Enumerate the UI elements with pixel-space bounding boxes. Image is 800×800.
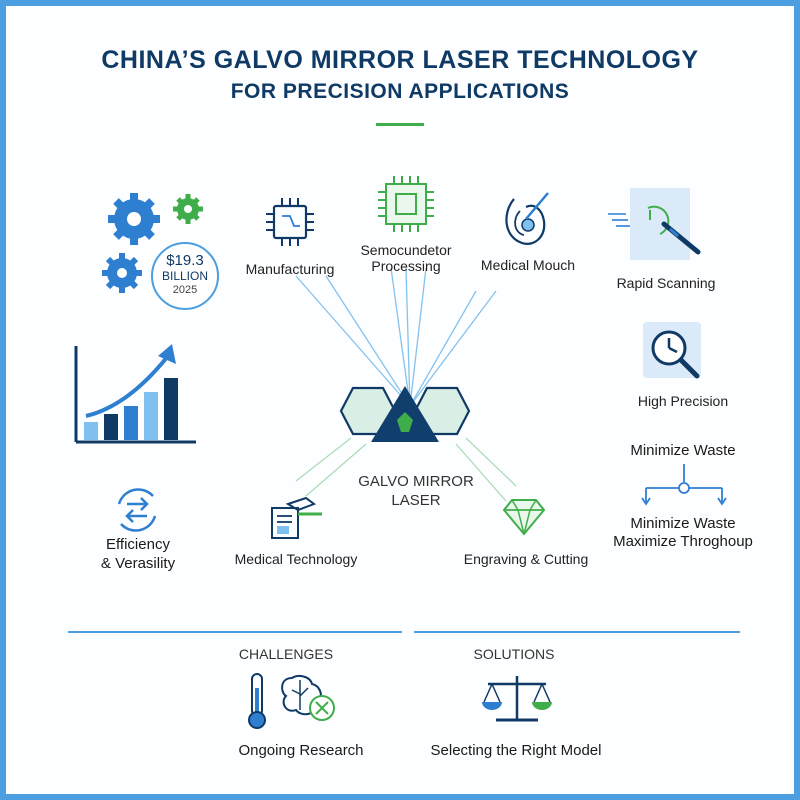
semiconductor-label-1: Semocundetor xyxy=(360,242,452,258)
selecting-model-label: Selecting the Right Model xyxy=(430,742,602,759)
center-label-line-2: LASER xyxy=(391,492,441,509)
medical-mouch-label: Medical Mouch xyxy=(480,257,576,273)
diamond-icon xyxy=(502,499,546,536)
chip-icon xyxy=(266,198,314,246)
galvo-mirror-icon xyxy=(339,386,471,442)
minimize-waste-top-label: Minimize Waste xyxy=(630,442,736,459)
efficiency-label-1: Efficiency xyxy=(106,536,170,553)
high-precision-label: High Precision xyxy=(637,393,729,409)
magnifier-clock-icon xyxy=(643,322,701,379)
medical-hand-icon xyxy=(271,496,322,539)
gears-icon xyxy=(102,193,203,293)
center-label-line-1: GALVO MIRROR xyxy=(358,473,474,490)
anatomy-icon xyxy=(505,192,549,245)
semiconductor-label-2: Processing xyxy=(371,258,441,274)
maximize-throughput-label: Maximize Throghoup xyxy=(613,533,753,550)
minimize-waste-bottom-label: Minimize Waste xyxy=(630,515,736,532)
thermometer-brain-icon xyxy=(248,673,335,729)
market-unit: BILLION xyxy=(161,269,209,283)
scanner-icon xyxy=(608,188,701,260)
title-line-1: CHINA’S GALVO MIRROR LASER TECHNOLOGY xyxy=(101,46,699,74)
title-line-2: FOR PRECISION APPLICATIONS xyxy=(230,80,570,103)
ongoing-research-label: Ongoing Research xyxy=(238,742,364,759)
balance-scale-icon xyxy=(482,676,552,722)
rapid-scanning-label: Rapid Scanning xyxy=(616,275,716,291)
market-value: $19.3 xyxy=(166,252,204,269)
manufacturing-label: Manufacturing xyxy=(245,261,335,277)
growth-chart-icon xyxy=(74,344,196,444)
divider-left xyxy=(68,631,402,633)
divider-right xyxy=(414,631,740,633)
flow-split-icon xyxy=(641,464,727,506)
title-underline xyxy=(376,123,424,126)
solutions-heading: SOLUTIONS xyxy=(473,646,555,662)
efficiency-label-2: & Verasility xyxy=(100,555,176,572)
challenges-heading: CHALLENGES xyxy=(238,646,334,662)
semiconductor-chip-icon xyxy=(378,176,434,232)
engraving-label: Engraving & Cutting xyxy=(463,551,589,567)
exchange-arrows-icon xyxy=(117,488,157,532)
market-year: 2025 xyxy=(172,284,198,296)
medical-technology-label: Medical Technology xyxy=(234,551,358,567)
laser-beams xyxy=(295,267,517,502)
market-badge xyxy=(151,242,219,310)
